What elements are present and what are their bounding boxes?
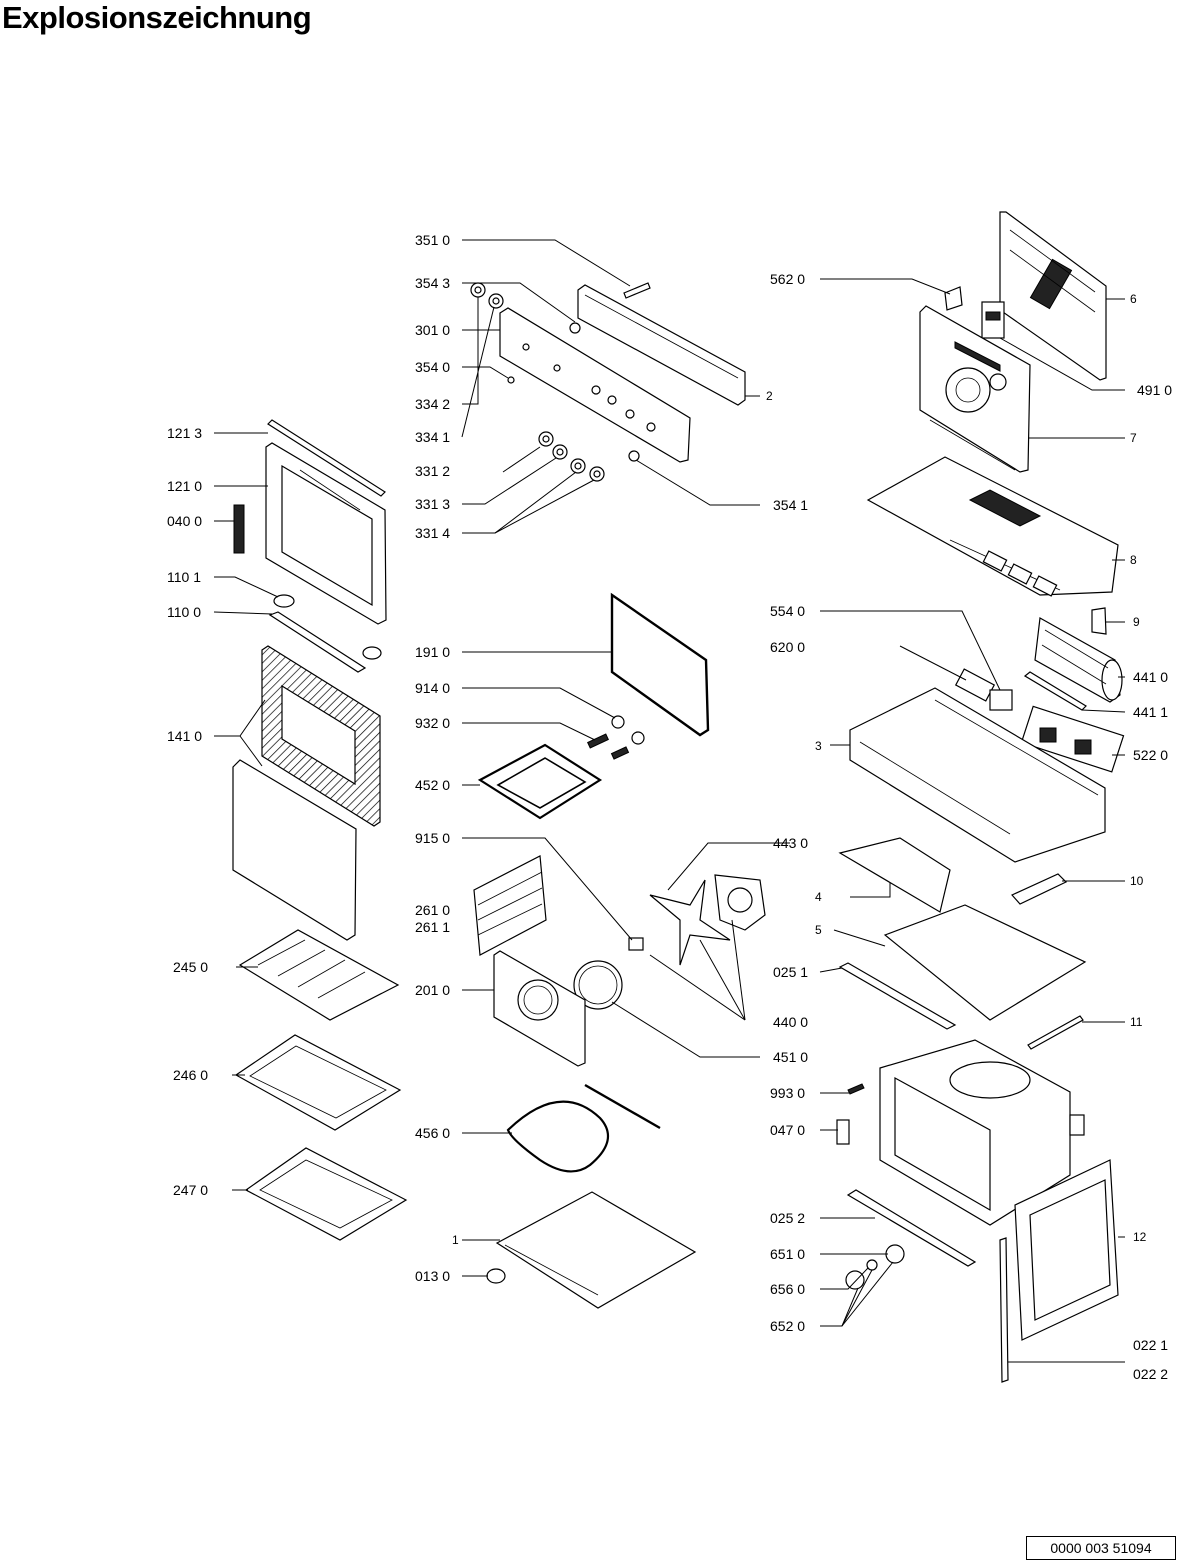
- document-number: 0000 003 51094: [1026, 1536, 1176, 1560]
- door-group: [232, 419, 387, 941]
- label-351-0: 351 0: [415, 232, 450, 248]
- part-labels: 351 0 354 3 301 0 354 0 334 2 334 1 331 …: [167, 232, 1172, 1382]
- label-025-2: 025 2: [770, 1210, 805, 1226]
- cavity-group: [836, 837, 1119, 1383]
- label-656-0: 656 0: [770, 1281, 805, 1297]
- label-440-0: 440 0: [773, 1014, 808, 1030]
- label-915-0: 915 0: [415, 830, 450, 846]
- label-6: 6: [1130, 292, 1137, 306]
- label-331-2: 331 2: [415, 463, 450, 479]
- label-3: 3: [815, 739, 822, 753]
- trays-group: [234, 929, 408, 1241]
- label-451-0: 451 0: [773, 1049, 808, 1065]
- label-261-1: 261 1: [415, 919, 450, 935]
- label-121-3: 121 3: [167, 425, 202, 441]
- label-022-2: 022 2: [1133, 1366, 1168, 1382]
- label-554-0: 554 0: [770, 603, 805, 619]
- label-562-0: 562 0: [770, 271, 805, 287]
- label-110-1: 110 1: [167, 569, 201, 585]
- label-10: 10: [1130, 874, 1144, 888]
- label-491-0: 491 0: [1137, 382, 1172, 398]
- top-plate-group: [866, 456, 1119, 597]
- label-331-3: 331 3: [415, 496, 450, 512]
- label-452-0: 452 0: [415, 777, 450, 793]
- label-7: 7: [1130, 431, 1137, 445]
- label-456-0: 456 0: [415, 1125, 450, 1141]
- label-247-0: 247 0: [173, 1182, 208, 1198]
- control-panel-group: [470, 282, 746, 482]
- label-620-0: 620 0: [770, 639, 805, 655]
- label-191-0: 191 0: [415, 644, 450, 660]
- label-354-3: 354 3: [415, 275, 450, 291]
- label-141-0: 141 0: [167, 728, 202, 744]
- label-441-1: 441 1: [1133, 704, 1168, 720]
- back-panels-group: [919, 211, 1107, 473]
- label-025-1: 025 1: [773, 964, 808, 980]
- label-2: 2: [766, 389, 773, 403]
- seal-heater-group: [477, 592, 710, 820]
- label-121-0: 121 0: [167, 478, 202, 494]
- label-334-2: 334 2: [415, 396, 450, 412]
- label-441-0: 441 0: [1133, 669, 1168, 685]
- label-12: 12: [1133, 1230, 1147, 1244]
- label-334-1: 334 1: [415, 429, 450, 445]
- label-301-0: 301 0: [415, 322, 450, 338]
- bottom-group: [486, 1083, 697, 1309]
- label-331-4: 331 4: [415, 525, 450, 541]
- label-354-0: 354 0: [415, 359, 450, 375]
- label-651-0: 651 0: [770, 1246, 805, 1262]
- label-261-0: 261 0: [415, 902, 450, 918]
- label-993-0: 993 0: [770, 1085, 805, 1101]
- label-047-0: 047 0: [770, 1122, 805, 1138]
- page-title: Explosionszeichnung: [2, 0, 312, 35]
- label-443-0: 443 0: [773, 835, 808, 851]
- label-246-0: 246 0: [173, 1067, 208, 1083]
- label-040-0: 040 0: [167, 513, 202, 529]
- label-022-1: 022 1: [1133, 1337, 1168, 1353]
- fan-motor-group: [473, 855, 766, 1067]
- leader-lines: [213, 239, 1126, 1363]
- label-354-1: 354 1: [773, 497, 808, 513]
- label-5: 5: [815, 923, 822, 937]
- label-245-0: 245 0: [173, 959, 208, 975]
- label-110-0: 110 0: [167, 604, 201, 620]
- label-201-0: 201 0: [415, 982, 450, 998]
- label-1: 1: [452, 1233, 459, 1247]
- label-914-0: 914 0: [415, 680, 450, 696]
- label-932-0: 932 0: [415, 715, 450, 731]
- label-9: 9: [1133, 615, 1140, 629]
- label-013-0: 013 0: [415, 1268, 450, 1284]
- electronics-group: [849, 607, 1125, 863]
- label-4: 4: [815, 890, 822, 904]
- label-652-0: 652 0: [770, 1318, 805, 1334]
- label-522-0: 522 0: [1133, 747, 1168, 763]
- label-8: 8: [1130, 553, 1137, 567]
- label-11: 11: [1130, 1015, 1143, 1029]
